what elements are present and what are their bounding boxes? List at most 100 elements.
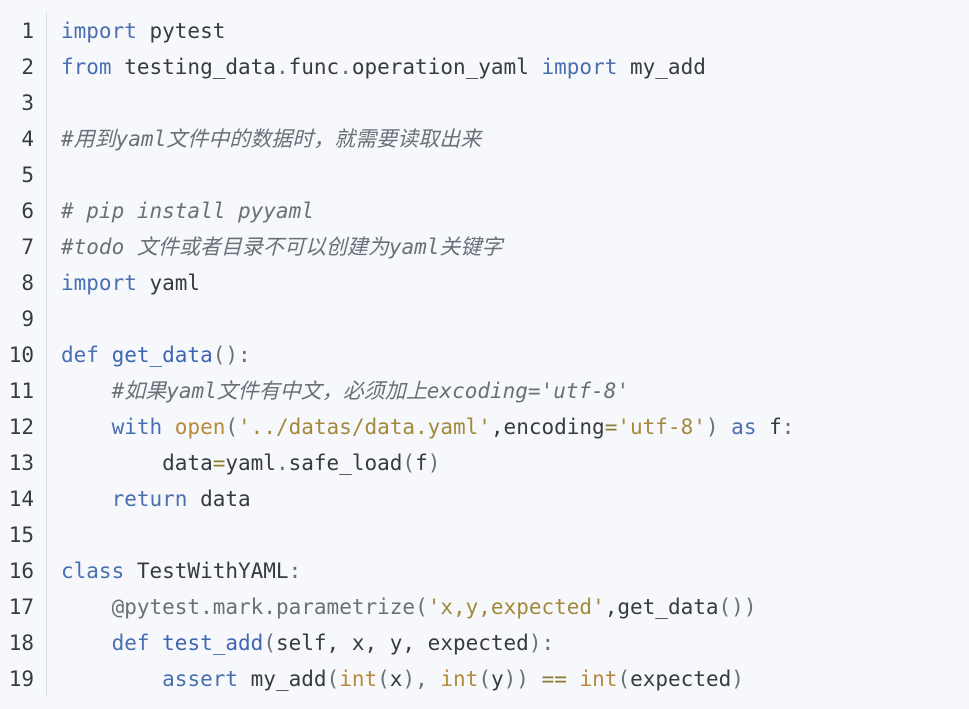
code-token: . bbox=[275, 451, 289, 475]
code-token bbox=[61, 595, 112, 619]
code-token: def bbox=[61, 343, 112, 367]
code-token: int bbox=[579, 667, 618, 691]
code-line[interactable]: 5 bbox=[0, 157, 969, 193]
line-number: 10 bbox=[8, 343, 34, 367]
code-token: ( bbox=[617, 667, 631, 691]
code-text: def test_add(self, x, y, expected): bbox=[61, 625, 555, 661]
code-token: assert bbox=[162, 667, 239, 691]
code-token: y bbox=[490, 667, 504, 691]
code-token: ( bbox=[263, 631, 276, 655]
code-line[interactable]: 9 bbox=[0, 301, 969, 337]
code-line[interactable]: 12 with open('../datas/data.yaml',encodi… bbox=[0, 409, 969, 445]
line-number: 6 bbox=[21, 199, 34, 223]
code-token: ( bbox=[377, 667, 390, 691]
line-number: 7 bbox=[21, 235, 34, 259]
code-line[interactable]: 6 # pip install pyyaml bbox=[0, 193, 969, 229]
code-token: import bbox=[61, 271, 137, 295]
code-token: get_data bbox=[111, 343, 213, 367]
code-token: testing_data bbox=[111, 55, 276, 79]
code-token: int bbox=[339, 667, 378, 691]
code-line[interactable]: 15 bbox=[0, 517, 969, 553]
code-token: open bbox=[174, 415, 226, 439]
code-token: . bbox=[339, 55, 352, 79]
code-text: class TestWithYAML: bbox=[61, 553, 301, 589]
code-token: self, x, y, expected bbox=[275, 631, 529, 655]
code-token: with bbox=[111, 415, 175, 439]
code-token: ,get_data bbox=[604, 595, 719, 619]
code-token: parametrize bbox=[275, 595, 416, 619]
code-token: #如果yaml文件有中文，必须加上excoding='utf-8' bbox=[111, 379, 630, 403]
code-token: ()) bbox=[718, 595, 757, 619]
code-token: ,encoding bbox=[490, 415, 605, 439]
code-line[interactable]: 7 #todo 文件或者目录不可以创建为yaml关键字 bbox=[0, 229, 969, 265]
code-token: ( bbox=[225, 415, 239, 439]
code-token: # pip install pyyaml bbox=[61, 199, 314, 223]
code-token: ), bbox=[402, 667, 441, 691]
code-token: ) bbox=[427, 451, 441, 475]
code-token: #用到yaml文件中的数据时，就需要读取出来 bbox=[61, 127, 482, 151]
code-token: expected bbox=[630, 667, 732, 691]
code-token: pytest bbox=[136, 19, 226, 43]
code-token: yaml bbox=[136, 271, 201, 295]
code-token: import bbox=[541, 55, 618, 79]
code-token: def bbox=[111, 631, 163, 655]
line-number: 14 bbox=[8, 487, 34, 511]
code-token: ) bbox=[705, 415, 732, 439]
line-number: 17 bbox=[8, 595, 34, 619]
code-token: return bbox=[111, 487, 188, 511]
line-number: 19 bbox=[8, 667, 34, 691]
code-token: 'utf-8' bbox=[617, 415, 706, 439]
code-line[interactable]: 19 assert my_add(int(x), int(y)) == int(… bbox=[0, 661, 969, 697]
code-token: ( bbox=[326, 667, 340, 691]
code-line[interactable]: 14 return data bbox=[0, 481, 969, 517]
code-line[interactable]: 13 data=yaml.safe_load(f) bbox=[0, 445, 969, 481]
line-number: 11 bbox=[8, 379, 34, 403]
code-line[interactable]: 10 def get_data(): bbox=[0, 337, 969, 373]
code-token bbox=[61, 487, 112, 511]
code-text: # pip install pyyaml bbox=[61, 193, 314, 229]
code-token: safe_load bbox=[288, 451, 403, 475]
line-number: 2 bbox=[21, 55, 34, 79]
code-text: data=yaml.safe_load(f) bbox=[61, 445, 440, 481]
code-token bbox=[61, 379, 112, 403]
code-text: with open('../datas/data.yaml',encoding=… bbox=[61, 409, 795, 445]
code-token: ( bbox=[402, 451, 416, 475]
code-token: my_add bbox=[617, 55, 706, 79]
code-token: = bbox=[212, 451, 226, 475]
code-token: #todo 文件或者目录不可以创建为yaml关键字 bbox=[61, 235, 503, 259]
code-token: (): bbox=[212, 343, 251, 367]
code-token: class bbox=[61, 559, 137, 583]
code-token: operation_yaml bbox=[351, 55, 542, 79]
code-token: . bbox=[263, 595, 276, 619]
code-token: mark bbox=[212, 595, 264, 619]
code-token: )) bbox=[503, 667, 542, 691]
line-number: 1 bbox=[21, 19, 34, 43]
code-text: import pytest bbox=[61, 13, 225, 49]
code-token bbox=[61, 631, 112, 655]
code-token: func bbox=[288, 55, 340, 79]
code-line[interactable]: 11 #如果yaml文件有中文，必须加上excoding='utf-8' bbox=[0, 373, 969, 409]
code-line[interactable]: 3 bbox=[0, 85, 969, 121]
code-text: import yaml bbox=[61, 265, 200, 301]
code-line[interactable]: 1 import pytest bbox=[0, 13, 969, 49]
code-token: my_add bbox=[238, 667, 327, 691]
code-token: from bbox=[61, 55, 112, 79]
code-token: f bbox=[415, 451, 428, 475]
code-line[interactable]: 4 #用到yaml文件中的数据时，就需要读取出来 bbox=[0, 121, 969, 157]
code-text: #todo 文件或者目录不可以创建为yaml关键字 bbox=[61, 229, 502, 265]
code-token: . bbox=[200, 595, 213, 619]
line-number: 9 bbox=[21, 307, 34, 331]
code-token: ( bbox=[415, 595, 428, 619]
code-token: as bbox=[731, 415, 757, 439]
code-line[interactable]: 18 def test_add(self, x, y, expected): bbox=[0, 625, 969, 661]
line-number: 13 bbox=[8, 451, 34, 475]
code-token: : bbox=[288, 559, 302, 583]
line-number: 4 bbox=[21, 127, 34, 151]
code-token: ) bbox=[731, 667, 744, 691]
code-line[interactable]: 17 @pytest.mark.parametrize('x,y,expecte… bbox=[0, 589, 969, 625]
